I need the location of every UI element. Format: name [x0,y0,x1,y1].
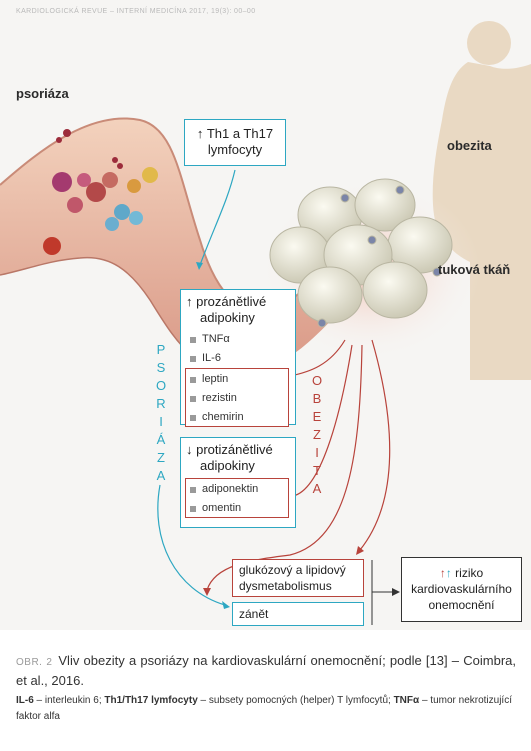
label-tukova-tkan: tuková tkáň [438,262,511,277]
pro-line1: ↑ prozánětlivé [186,294,267,309]
list-item: adiponektin [186,480,288,499]
label-psoriaza: psoriáza [16,86,69,101]
list-item: chemirin [186,408,288,427]
down-arrow-icon: ↓ [186,442,193,457]
legend-term: Th1/Th17 lymfocyty [104,695,198,706]
figure-panel: KARDIOLOGICKÁ REVUE – INTERNÍ MEDICÍNA 2… [0,0,531,630]
psoriaza-arrows [157,169,236,606]
antiinflammatory-box: ↓ protizánětlivé adipokiny adiponektin o… [180,437,296,528]
list-item: rezistin [186,389,288,408]
journal-header: KARDIOLOGICKÁ REVUE – INTERNÍ MEDICÍNA 2… [16,8,256,15]
risk-line3: onemocnění [428,598,495,612]
th-line2: lymfocyty [207,142,263,157]
legend-desc: – subsety pomocných (helper) T lymfocytů… [197,695,394,706]
up-arrow-icon: ↑ [439,566,446,580]
arrow-to-adiponectin [292,344,353,497]
pro-line2: adipokiny [200,310,255,325]
cv-risk-box: ↑↑ riziko kardiovaskulárního onemocnění [401,557,522,622]
label-obezita: obezita [447,138,492,153]
arrow-to-zanet [206,344,363,591]
inflammation-box: zánět [232,602,364,626]
arrow-to-metabolism [359,339,391,551]
th-lymphocytes-box: ↑ Th1 a Th17 lymfocyty [184,119,286,166]
list-item: IL-6 [186,349,290,368]
proinflammatory-box: ↑ prozánětlivé adipokiny TNFα IL-6 lepti… [180,289,296,427]
list-item: omentin [186,499,288,518]
arrow-to-zanet-cyan [157,484,226,606]
figure-number: OBR. 2 [16,657,53,668]
list-item: leptin [186,370,288,389]
arrow-th-to-pro [199,169,236,266]
abbreviation-legend: IL-6 – interleukin 6; Th1/Th17 lymfocyty… [16,693,519,725]
legend-term: IL-6 [16,695,34,706]
legend-desc: – tumor nekrotizující faktor alfa [16,695,512,722]
fat-cells [269,178,453,328]
th-line1: ↑ Th1 a Th17 [196,126,274,141]
obese-silhouette [432,21,531,380]
metab-line1: glukózový a lipidový [239,563,346,577]
obezita-highlight-box: leptin rezistin chemirin [185,368,289,427]
legend-term: TNFα [393,695,420,706]
immune-cells [43,129,158,255]
caption-text: Vliv obezity a psoriázy na kardiovaskulá… [16,653,516,688]
up-arrow-icon: ↑ [186,294,193,309]
obezita-highlight-box-2: adiponektin omentin [185,478,289,518]
risk-line1: ↑↑ riziko [439,566,484,580]
list-item: TNFα [186,330,290,349]
legend-desc: – interleukin 6; [33,695,105,706]
up-arrow-icon: ↑ [196,126,204,141]
anti-line1: ↓ protizánětlivé [186,442,273,457]
anti-line2: adipokiny [200,458,255,473]
dysmetabolism-box: glukózový a lipidový dysmetabolismus [232,559,364,597]
illustration [0,21,531,625]
risk-line2: kardiovaskulárního [411,582,512,596]
metab-line2: dysmetabolismus [239,579,332,593]
zanet-label: zánět [239,607,269,621]
up-arrow-icon: ↑ [445,566,452,580]
